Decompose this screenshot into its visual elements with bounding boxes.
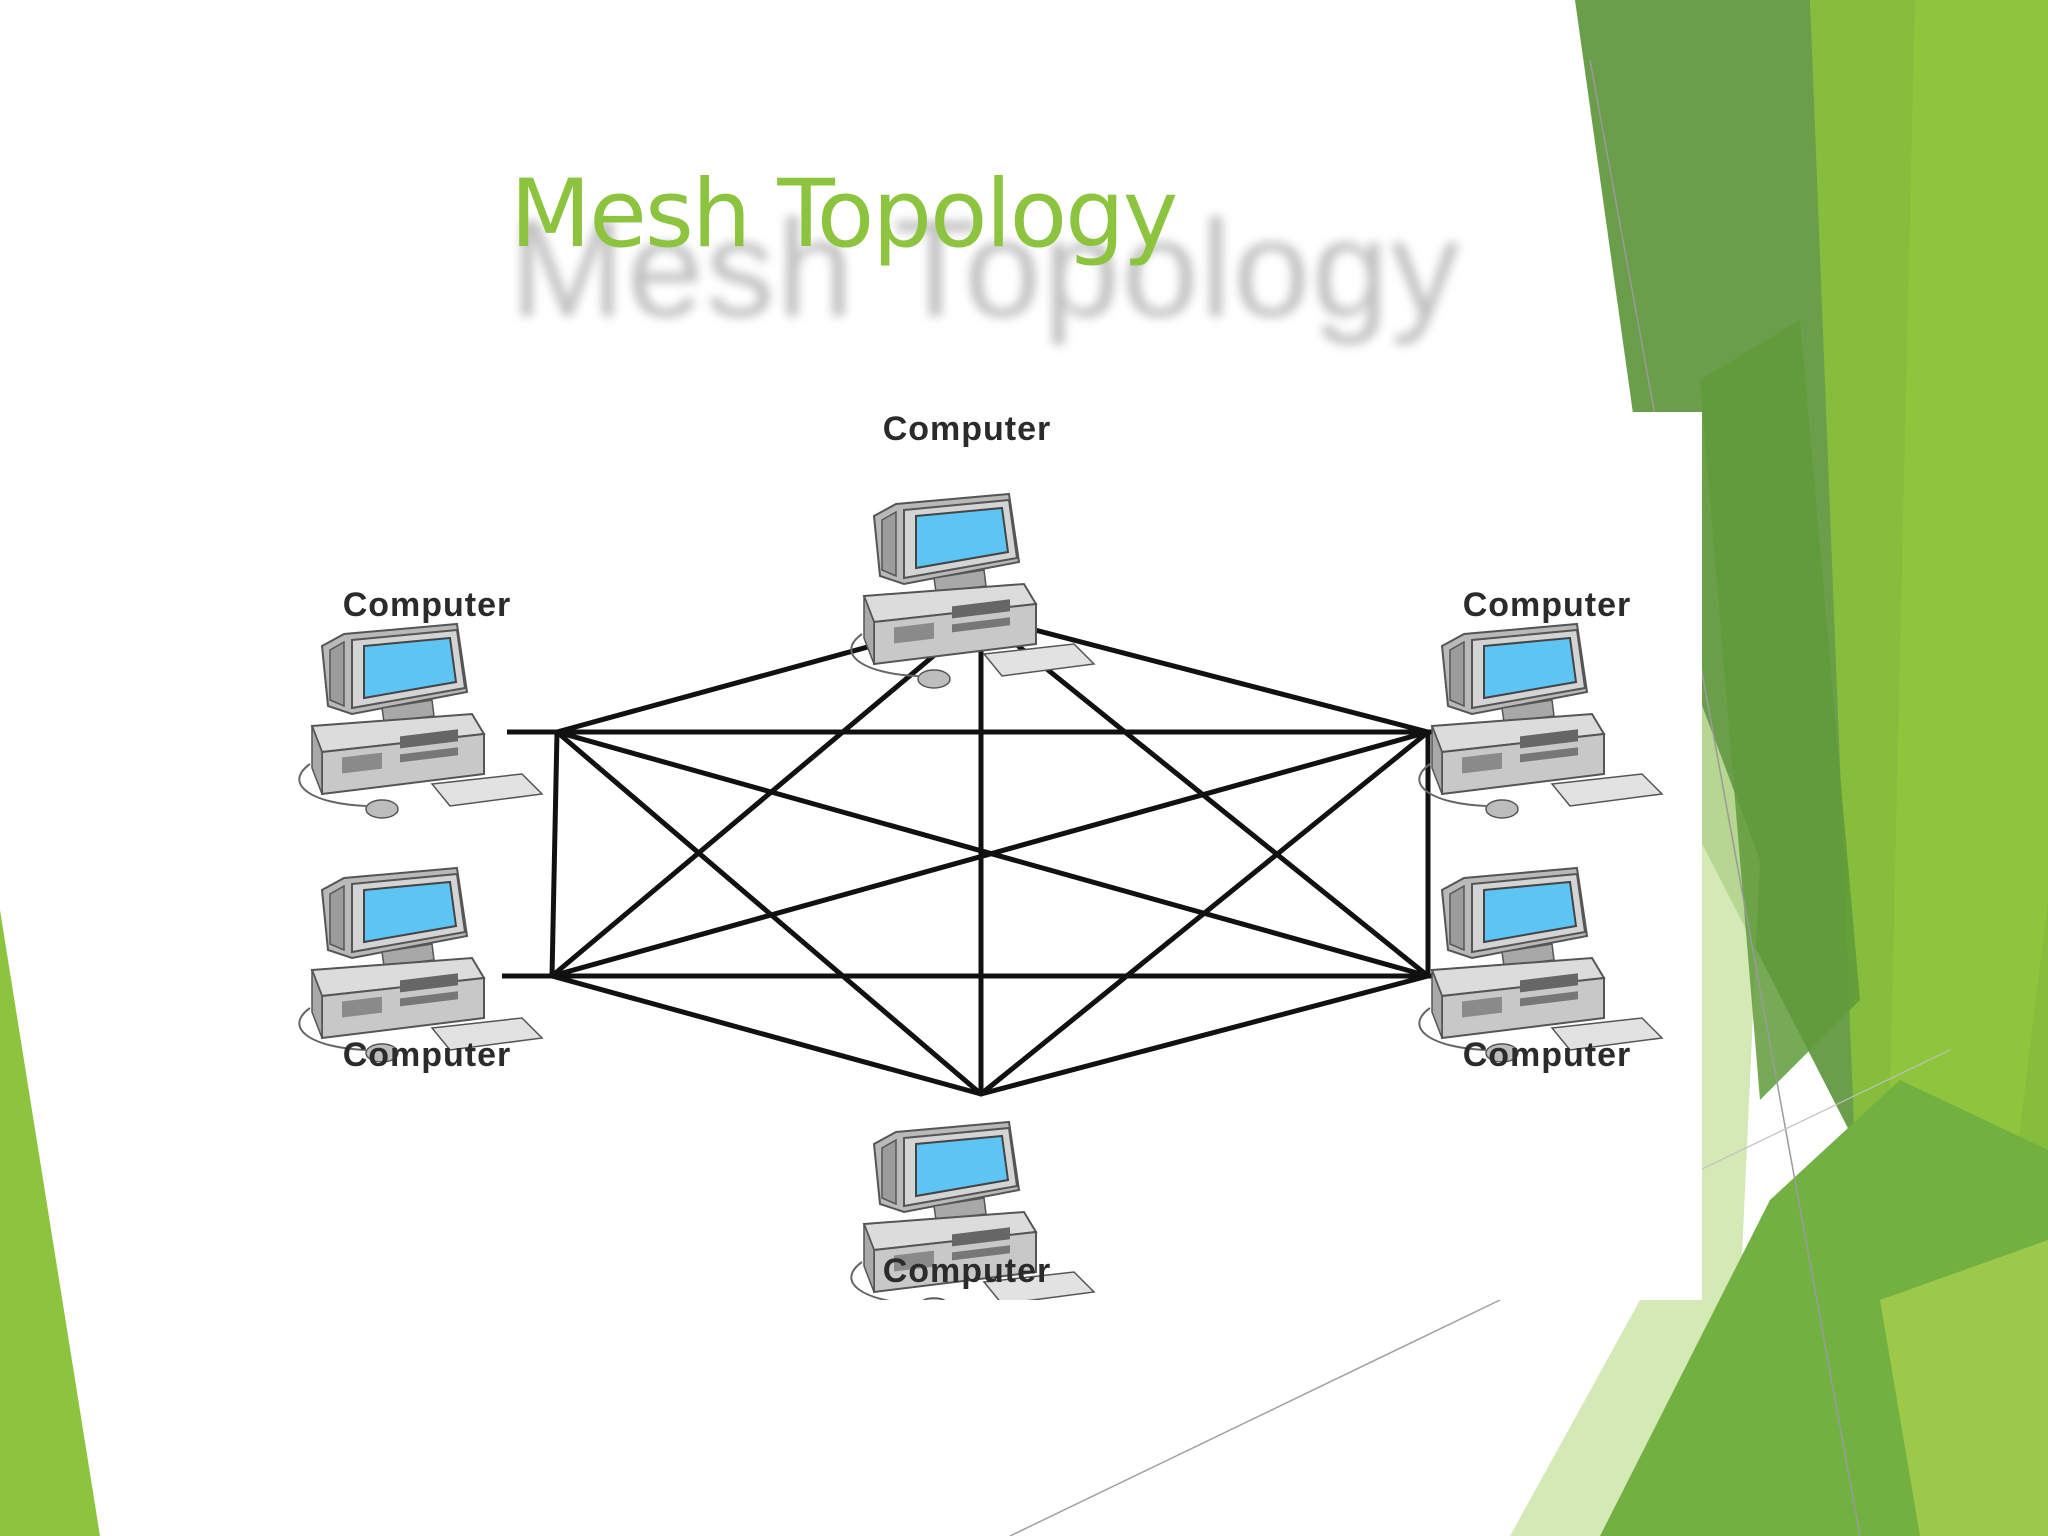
computer-node-upper-right: Computer (1418, 586, 1663, 819)
slide-title: Mesh Topology (510, 160, 1178, 269)
guide-line-3 (1699, 1049, 1951, 1171)
computer-icon (298, 623, 543, 819)
link-top-upper-right (978, 613, 1431, 735)
link-lower-left-bottom (549, 973, 984, 1097)
computer-label: Computer (343, 1036, 512, 1074)
link-top-lower-left (549, 613, 984, 979)
computer-label: Computer (1463, 1036, 1632, 1074)
guide-line-2 (1009, 1299, 1501, 1536)
guide-line-1 (1589, 59, 1861, 1536)
right-facet-sliver (1700, 320, 1860, 1100)
mesh-links (502, 613, 1458, 1097)
title-shadow: Mesh Topology (510, 192, 1462, 346)
computer-node-lower-right: Computer (1418, 867, 1663, 1074)
link-lower-right-bottom (978, 973, 1431, 1097)
computer-icon (1418, 867, 1663, 1063)
right-facet-lower-light (1880, 1240, 2048, 1536)
computer-node-lower-left: Computer (298, 867, 543, 1074)
left-facet (0, 910, 100, 1536)
link-upper-right-bottom (978, 729, 1431, 1097)
computer-label: Computer (343, 586, 512, 624)
computer-icon (850, 493, 1095, 689)
computer-node-bottom: Computer (850, 1121, 1095, 1300)
computer-icon (1418, 623, 1663, 819)
computer-label: Computer (883, 1252, 1052, 1290)
computer-icon (298, 867, 543, 1063)
computer-node-top: Computer (850, 412, 1095, 689)
link-upper-right-lower-left (549, 729, 1431, 979)
computer-node-upper-left: Computer (298, 586, 543, 819)
computer-label: Computer (1463, 586, 1632, 624)
computer-label: Computer (883, 412, 1052, 448)
link-upper-left-lower-left (549, 729, 560, 979)
